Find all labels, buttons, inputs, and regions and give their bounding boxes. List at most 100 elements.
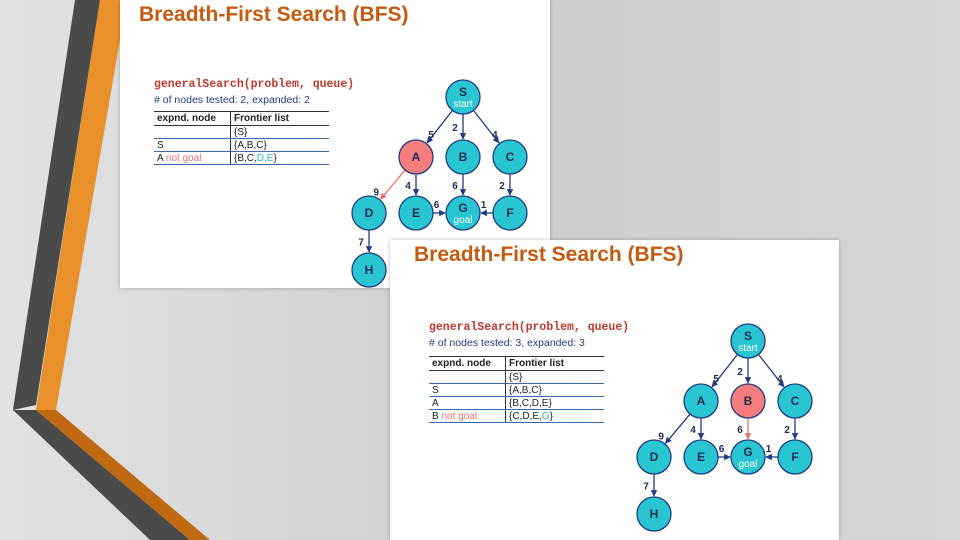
dark-stripe-bottom [13,410,190,540]
expanded-node-cell [154,125,231,139]
node-circle [730,323,766,359]
expanded-node-cell: S [154,138,231,152]
goal-test-note: not goal [438,410,478,422]
stats-line: # of nodes tested: 2, expanded: 2 [154,94,310,106]
orange-stripe-bottom [36,410,210,540]
edge-weight-label: 7 [358,238,364,249]
expanded-node: S [157,139,164,151]
frontier-table: expnd. node Frontier list {S} S {A,B,C}A n… [154,111,329,165]
dark-stripe-top [13,0,100,410]
node-circle [492,195,528,231]
node-label: C [791,394,800,408]
node-circle [777,383,813,419]
slide-title: Breadth-First Search (BFS) [139,3,409,26]
frontier-cell: {B,C,D,E} [230,151,329,165]
node-circle [636,496,672,532]
node-circle [398,195,434,231]
frontier-close: } [549,410,553,422]
node-label: B [459,150,468,164]
header-frontier-list: Frontier list [230,111,329,126]
expanded-node-cell: S [429,383,506,397]
header-frontier-list: Frontier list [505,356,604,371]
table-row: S {A,B,C} [429,383,604,397]
node-circle [683,439,719,475]
expanded-node: B [432,410,439,422]
node-sublabel: goal [739,459,758,470]
node-h: H [351,252,387,288]
edge-s-c [757,353,785,388]
header-expanded-node: expnd. node [154,111,231,126]
edge-weight-label: 2 [784,425,790,436]
node-h: H [636,496,672,532]
node-label: F [506,206,513,220]
edge-weight-label: 2 [737,367,743,378]
edge-weight-label: 1 [481,200,487,211]
edge-weight-label: 7 [643,482,649,493]
frontier-table: expnd. node Frontier list {S} S {A,B,C}A{B… [429,356,604,423]
node-b: B [445,139,481,175]
edge-weight-label: 4 [690,425,696,436]
slide-title: Breadth-First Search (BFS) [414,243,684,266]
frontier-new-nodes: G [541,410,550,422]
edge-weight-label: 5 [713,374,719,385]
node-f: F [492,195,528,231]
header-expanded-node: expnd. node [429,356,506,371]
stats-line: # of nodes tested: 3, expanded: 3 [429,337,585,349]
frontier-list: {A,B,C} [234,139,267,151]
node-c: C [492,139,528,175]
frontier-cell: {A,B,C} [505,383,604,397]
frontier-list: {S} [509,371,523,383]
edge-weight-label: 1 [766,444,772,455]
table-row: A{B,C,D,E} [429,396,604,410]
node-sublabel: start [738,343,758,354]
frontier-cell: {B,C,D,E} [505,396,604,410]
node-f: F [777,439,813,475]
edge-weight-label: 4 [405,181,411,192]
frontier-new-nodes: D,E [256,152,274,164]
expanded-node-cell: A not goal [154,151,231,165]
node-label: D [365,206,374,220]
node-circle [445,195,481,231]
frontier-list: {S} [234,126,248,138]
frontier-list: {B,C, [234,152,257,164]
node-label: B [744,394,753,408]
node-circle [730,383,766,419]
edge-weight-label: 6 [737,425,743,436]
edge-weight-label: 4 [777,374,783,385]
node-sublabel: goal [454,215,473,226]
node-circle [351,252,387,288]
goal-test-note: not goal [163,152,202,164]
code-line: generalSearch(problem, queue) [429,321,630,334]
node-label: H [650,507,659,521]
edge-s-a [711,353,739,388]
node-label: A [412,150,421,164]
expanded-node-cell: A [429,396,506,410]
node-label: F [791,450,798,464]
frontier-list: {C,D,E, [509,410,542,422]
edge-weight-label: 2 [452,123,458,134]
frontier-cell: {C,D,E,G} [505,409,604,423]
frontier-close: } [273,152,277,164]
node-label: G [458,201,467,215]
node-label: S [744,329,752,343]
code-line: generalSearch(problem, queue) [154,78,355,91]
expanded-node: S [432,384,439,396]
node-circle [492,139,528,175]
node-circle [351,195,387,231]
node-d: D [351,195,387,231]
node-a: A [398,139,434,175]
node-label: H [365,263,374,277]
slide-2: Breadth-First Search (BFS) generalSearch… [390,240,839,540]
frontier-cell: {A,B,C} [230,138,329,152]
node-circle [445,139,481,175]
edge-a-d [665,413,691,444]
edge-s-c [472,109,500,144]
node-e: E [398,195,434,231]
slide-1: Breadth-First Search (BFS) generalSearch… [120,0,550,288]
table-row: {S} [154,125,329,139]
edge-weight-label: 9 [658,431,664,442]
table-row: B not goal {C,D,E,G} [429,409,604,423]
